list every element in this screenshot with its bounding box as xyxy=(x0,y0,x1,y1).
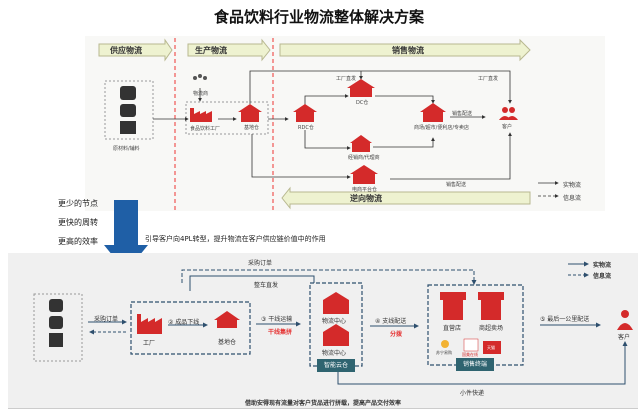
sales-delivery-label: 销售配送 xyxy=(446,182,467,188)
distribute-label: 分拨 xyxy=(390,331,403,338)
step-branch: ④ 支线配送 xyxy=(375,318,407,325)
suning-logo xyxy=(441,340,449,348)
bottom-note: 借助安得现有流量对客户货品进行拼载，提高产品交付效率 xyxy=(245,400,402,407)
base-warehouse-icon xyxy=(238,104,262,122)
purchase-order-label: 采购订单 xyxy=(248,260,273,267)
factory-label: 食品饮料工厂 xyxy=(190,126,221,132)
retail-label: 商场/超市/便利店/专卖店 xyxy=(414,125,470,131)
benefit-item: 更快的周转 xyxy=(58,218,98,227)
dc-label: DC仓 xyxy=(356,100,369,106)
purchase-order-label: 采购订单 xyxy=(94,316,119,323)
logistics-provider-icon xyxy=(193,74,207,80)
customer-icon xyxy=(502,107,508,113)
page-title: 食品饮料行业物流整体解决方案 xyxy=(213,8,424,26)
base-warehouse-icon xyxy=(214,311,240,328)
ecom-warehouse-icon xyxy=(350,165,378,184)
express-label: 小件快递 xyxy=(460,390,485,397)
step-trunk: ③ 干线运输 xyxy=(261,316,293,323)
phase-production: 生产物流 xyxy=(195,46,227,55)
phase-reverse: 逆向物流 xyxy=(350,194,382,203)
legend-physical: 实物流 xyxy=(593,262,612,269)
base-label: 基地仓 xyxy=(218,339,237,346)
benefit-item: 更少的节点 xyxy=(58,199,98,208)
center-label: 物流中心 xyxy=(322,350,347,357)
direct-store-icon xyxy=(440,292,466,320)
store-label: 直营店 xyxy=(443,325,462,332)
sales-delivery-label: 销售配送 xyxy=(452,111,473,117)
customer-label: 客户 xyxy=(618,334,631,341)
benefit-item: 更高的效率 xyxy=(58,237,98,246)
supply-phase-arrow xyxy=(98,38,173,62)
factory-icon xyxy=(137,314,162,334)
bottom-diagram-panel xyxy=(8,253,638,409)
customer-icon xyxy=(621,310,629,318)
phase-sales: 销售物流 xyxy=(392,46,424,55)
dealer-label: 经销商/代理商 xyxy=(348,155,380,161)
rdc-label: RDC仓 xyxy=(298,125,314,131)
brand-label: 国美在线 xyxy=(462,352,478,357)
raw-material-label: 原材料/辅料 xyxy=(113,146,140,152)
full-truck-label: 整车直发 xyxy=(254,282,279,289)
logistics-center-icon xyxy=(323,292,349,314)
factory-label: 工厂 xyxy=(143,340,156,347)
gome-logo xyxy=(463,338,479,352)
ecom-label: 电商平台仓 xyxy=(352,187,378,193)
step-finished-goods: ② 成品下线 xyxy=(168,319,200,326)
sales-terminal-tag: 销售终端 xyxy=(456,358,494,371)
brand-label: 天猫 xyxy=(487,345,495,350)
base-label: 基地仓 xyxy=(244,125,260,131)
sales-phase-arrow xyxy=(279,38,531,62)
logistics-center-icon xyxy=(323,324,349,346)
tmall-logo xyxy=(483,341,501,354)
dealer-icon xyxy=(350,135,372,152)
rdc-warehouse-icon xyxy=(293,104,317,122)
phase-supply: 供应物流 xyxy=(110,46,142,55)
strategy-statement: 引导客户向4PL转型，提升物流在客户供应链价值中的作用 xyxy=(145,235,326,243)
center-label: 物流中心 xyxy=(322,318,347,325)
factory-icon xyxy=(190,108,212,122)
retail-store-icon xyxy=(420,103,446,122)
customer-label: 客户 xyxy=(502,124,513,130)
legend-info: 信息流 xyxy=(563,195,582,202)
trunk-consolidate: 干线集拼 xyxy=(268,329,293,336)
store-label: 商超卖场 xyxy=(479,325,504,332)
dc-warehouse-icon xyxy=(347,79,375,97)
reverse-phase-arrow xyxy=(281,186,531,210)
direct-ship-label: 工厂直发 xyxy=(478,76,499,82)
step-last-mile: ⑤ 最后一公里配送 xyxy=(540,316,590,323)
provider-label: 物流商 xyxy=(193,91,209,97)
supermarket-icon xyxy=(478,292,504,320)
legend-info: 信息流 xyxy=(593,273,612,280)
legend-physical: 实物流 xyxy=(563,182,582,189)
direct-ship-label: 工厂直发 xyxy=(336,76,357,82)
smart-cloud-tag: 智能云仓 xyxy=(317,359,355,372)
production-phase-arrow xyxy=(187,38,271,62)
brand-label: 苏宁易购 xyxy=(436,350,452,355)
top-diagram-panel xyxy=(85,36,605,211)
